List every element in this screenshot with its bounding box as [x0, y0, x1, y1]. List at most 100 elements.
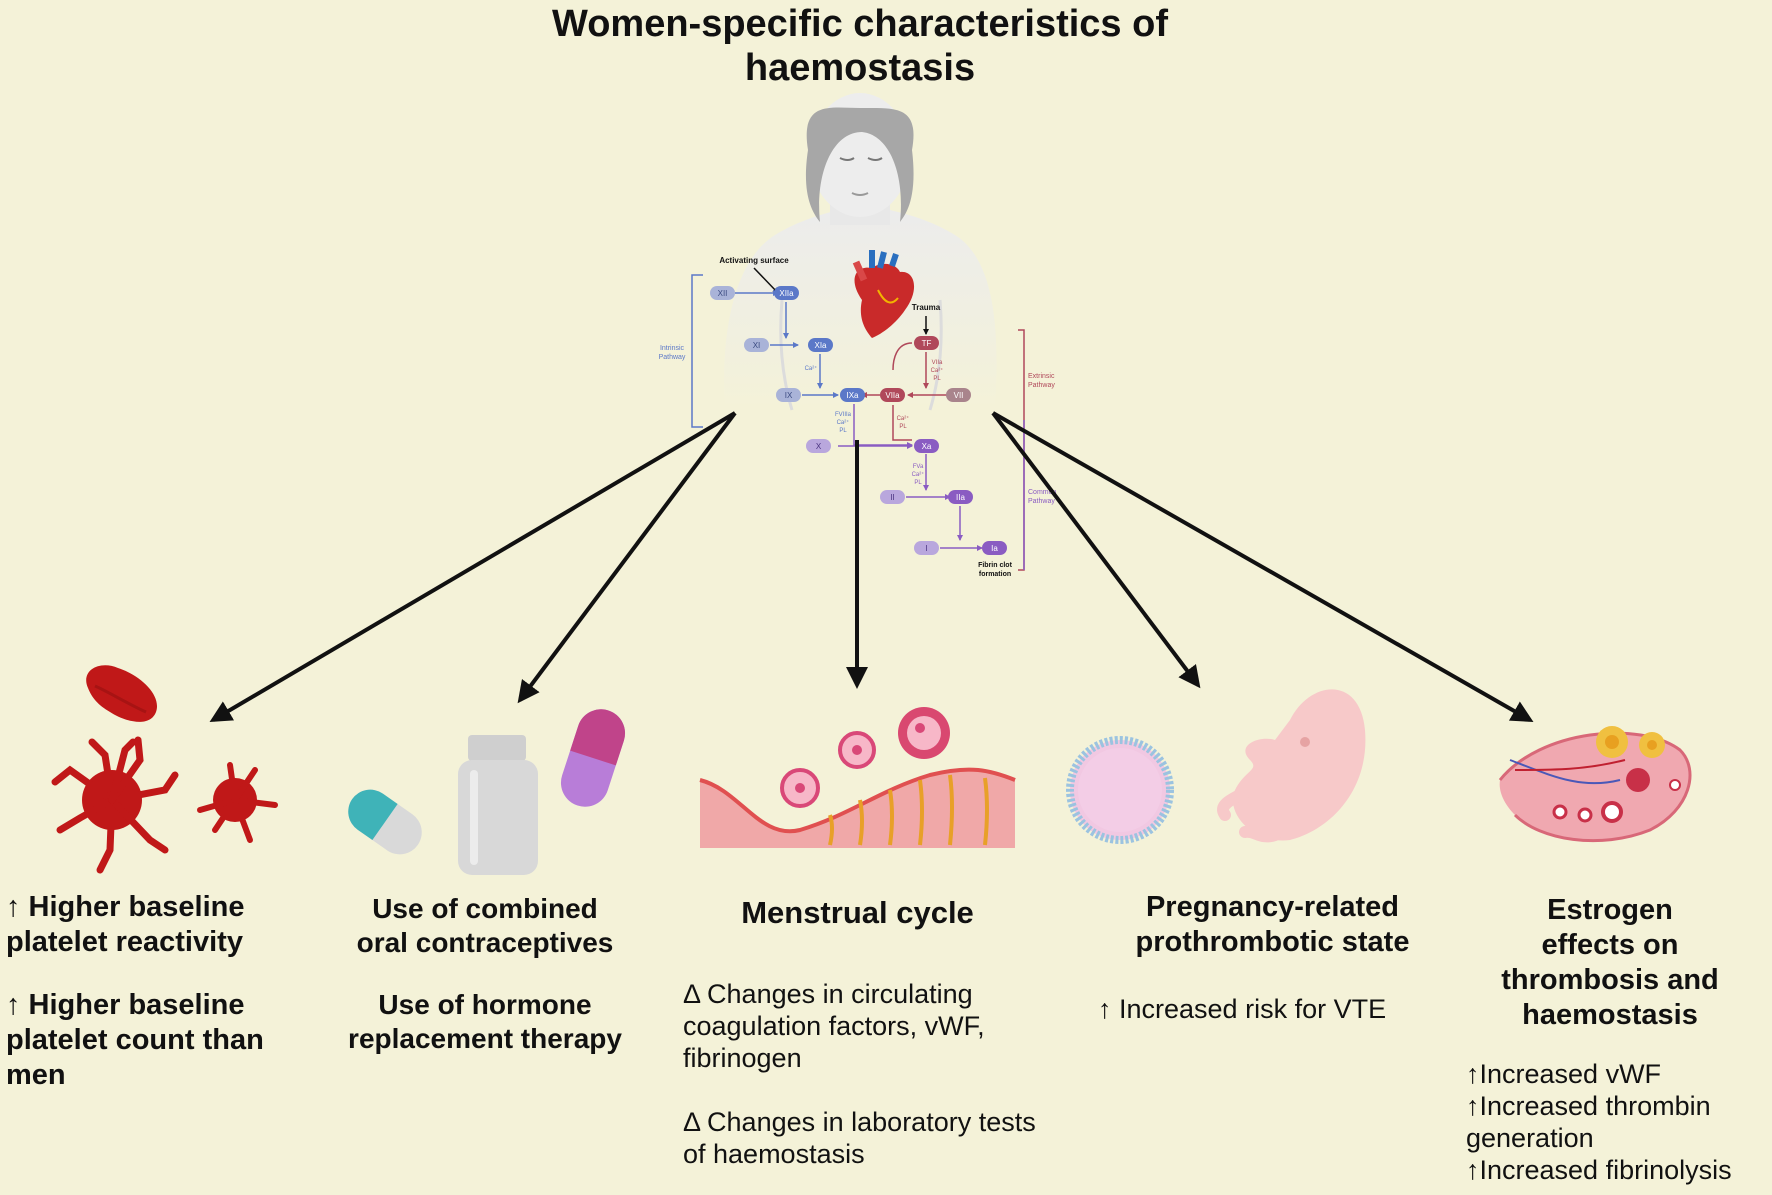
estrogen-b2-line-1: ↑Increased thrombin — [1466, 1091, 1711, 1121]
svg-text:Xa: Xa — [922, 442, 932, 451]
arrow-to-pregnancy — [991, 411, 1201, 689]
extrinsic-pathway-label-2: Pathway — [1028, 382, 1055, 389]
cofactor-ca-e: Ca²⁺ — [912, 471, 925, 478]
factor-Xa: Xa — [914, 439, 939, 453]
woman-figure-icon — [724, 93, 997, 411]
cofactor-ca-d: Ca²⁺ — [897, 415, 910, 422]
platelets-line-1: ↑ Higher baseline — [6, 891, 245, 923]
svg-text:XIIa: XIIa — [779, 289, 794, 298]
platelets-line-4: platelet count than — [6, 1024, 264, 1056]
menstrual-b2-line-2: of haemostasis — [683, 1139, 865, 1169]
contraceptives-line-1: Use of combined — [372, 893, 598, 924]
fibrin-clot-label-2: formation — [979, 571, 1011, 578]
arrow-to-estrogen — [992, 411, 1534, 722]
cofactor-pl-b: PL — [839, 428, 847, 434]
endometrium-icon — [699, 707, 1016, 848]
title-line-2: haemostasis — [744, 47, 976, 89]
factor-VIIa: VIIa — [880, 388, 905, 402]
menstrual-b1-line-1: Δ Changes in circulating — [683, 979, 973, 1009]
factor-I: I — [914, 541, 939, 555]
cofactor-pl-e: PL — [914, 480, 922, 486]
pregnancy-line-2: prothrombotic state — [1135, 926, 1410, 958]
svg-text:XI: XI — [753, 341, 761, 350]
svg-text:XIa: XIa — [814, 341, 827, 350]
menstrual-heading: Menstrual cycle — [741, 895, 974, 930]
factor-XI: XI — [744, 338, 769, 352]
svg-text:VIIa: VIIa — [885, 391, 900, 400]
trauma-label: Trauma — [912, 303, 941, 312]
extrinsic-pathway-label-1: Extrinsic — [1028, 373, 1055, 380]
factor-Ia: Ia — [982, 541, 1007, 555]
heart-icon — [852, 250, 915, 338]
common-pathway-label-1: Common — [1028, 489, 1057, 496]
cofactor-pl-c: PL — [933, 376, 941, 382]
cofactor-ca: Ca²⁺ — [805, 365, 818, 372]
platelets-line-3: ↑ Higher baseline — [6, 989, 245, 1021]
contraceptives-line-3: Use of hormone — [378, 989, 592, 1020]
figure-title: Women-specific characteristics of haemos… — [510, 2, 1210, 90]
arrow-to-platelets — [209, 411, 737, 723]
pregnancy-line-1: Pregnancy-related — [1145, 891, 1400, 923]
intrinsic-pathway-label-2: Pathway — [659, 354, 686, 361]
estrogen-b2-line-2: generation — [1466, 1123, 1594, 1153]
pills-icon — [348, 709, 626, 875]
cofactor-viia-c: VIIa — [932, 360, 943, 366]
factor-IX: IX — [776, 388, 801, 402]
cofactor-fviiia: FVIIIa — [835, 412, 852, 418]
factor-TF: TF — [914, 336, 939, 350]
svg-text:IX: IX — [785, 391, 793, 400]
factor-XII: XII — [710, 286, 735, 300]
estrogen-b3: ↑Increased fibrinolysis — [1466, 1155, 1732, 1185]
svg-text:TF: TF — [922, 339, 932, 348]
factor-IXa: IXa — [840, 388, 865, 402]
pregnancy-heading: Pregnancy-related prothrombotic state — [1110, 890, 1435, 960]
menstrual-bullets: Δ Changes in circulating coagulation fac… — [683, 978, 1083, 1170]
svg-text:I: I — [925, 544, 927, 553]
platelets-line-2: platelet reactivity — [6, 926, 243, 958]
svg-text:IXa: IXa — [846, 391, 859, 400]
estrogen-b1: ↑Increased vWF — [1466, 1059, 1662, 1089]
menstrual-b1-line-2: coagulation factors, vWF, — [683, 1011, 985, 1041]
common-pathway-label-2: Pathway — [1028, 498, 1055, 505]
menstrual-b1-line-3: fibrinogen — [683, 1043, 802, 1073]
cofactor-pl-d: PL — [899, 424, 907, 430]
svg-text:XII: XII — [718, 289, 728, 298]
factor-XIa: XIa — [808, 338, 833, 352]
activating-surface-label: Activating surface — [719, 256, 789, 265]
estrogen-line-3: thrombosis and — [1501, 964, 1719, 996]
ovary-icon — [1498, 726, 1692, 843]
menstrual-b2-line-1: Δ Changes in laboratory tests — [683, 1107, 1036, 1137]
contraceptives-line-4: replacement therapy — [348, 1023, 622, 1054]
embryo-icon — [1066, 689, 1366, 844]
estrogen-heading: Estrogen effects on thrombosis and haemo… — [1460, 893, 1760, 1033]
platelets-line-5: men — [6, 1059, 66, 1091]
svg-text:VII: VII — [954, 391, 964, 400]
arrows — [209, 411, 1534, 723]
platelet-icon — [51, 665, 278, 874]
factor-II: II — [880, 490, 905, 504]
arrow-to-contraceptives — [517, 411, 737, 704]
factor-IIa: IIa — [948, 490, 973, 504]
contraceptives-line-2: oral contraceptives — [356, 927, 614, 958]
factor-XIIa: XIIa — [774, 286, 799, 300]
factor-X: X — [806, 439, 831, 453]
contraceptives-text: Use of combined oral contraceptives Use … — [330, 892, 640, 1056]
estrogen-line-2: effects on — [1541, 929, 1679, 961]
svg-text:II: II — [890, 493, 894, 502]
svg-text:Ia: Ia — [991, 544, 998, 553]
platelets-text: ↑ Higher baseline platelet reactivity ↑ … — [6, 890, 306, 1093]
intrinsic-pathway-label-1: Intrinsic — [660, 345, 685, 352]
svg-text:X: X — [816, 442, 822, 451]
svg-text:IIa: IIa — [956, 493, 965, 502]
fibrin-clot-label-1: Fibrin clot — [978, 562, 1013, 569]
estrogen-bullets: ↑Increased vWF ↑Increased thrombin gener… — [1466, 1058, 1771, 1186]
estrogen-line-1: Estrogen — [1547, 894, 1673, 926]
estrogen-line-4: haemostasis — [1522, 999, 1698, 1031]
pregnancy-bullet: ↑ Increased risk for VTE — [1098, 994, 1387, 1024]
cofactor-ca-c: Ca²⁺ — [931, 367, 944, 374]
cofactor-ca-b: Ca²⁺ — [837, 419, 850, 426]
cofactor-fva: FVa — [913, 464, 924, 470]
factor-VII: VII — [946, 388, 971, 402]
